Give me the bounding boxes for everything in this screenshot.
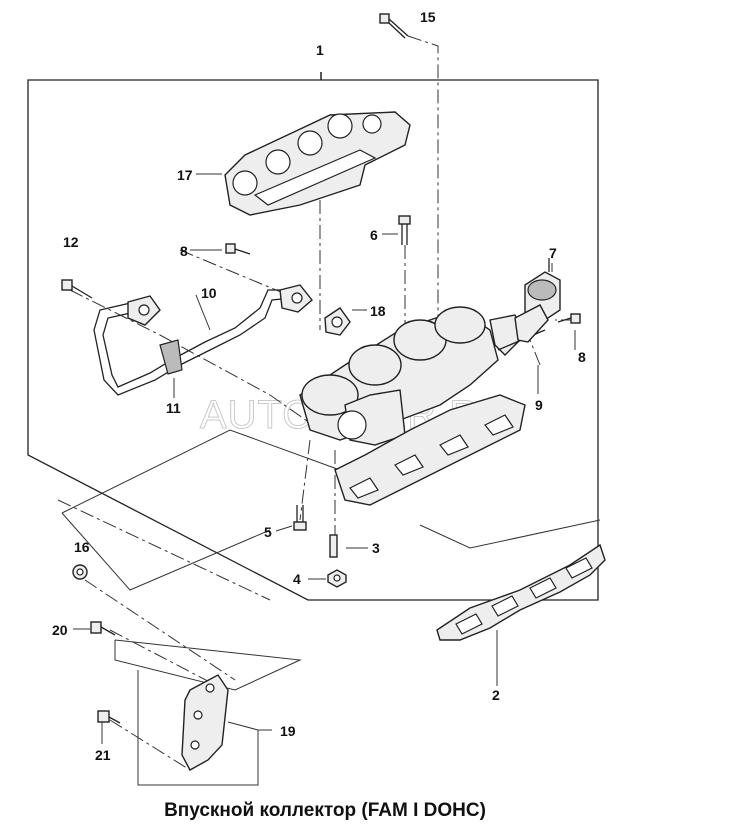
callout-19: 19 [280, 723, 296, 739]
callout-9: 9 [535, 397, 543, 413]
guide-lines [57, 35, 575, 771]
callout-4: 4 [293, 571, 301, 587]
leader-lines [73, 173, 576, 744]
upper-gasket [224, 111, 411, 216]
lower-gasket [436, 543, 606, 641]
vacuum-pipe [93, 284, 313, 396]
support-bracket [181, 674, 229, 771]
callout-17: 17 [177, 167, 193, 183]
callout-20: 20 [52, 622, 68, 638]
callout-1: 1 [316, 42, 324, 58]
projection-lines [61, 429, 601, 786]
callout-3: 3 [372, 540, 380, 556]
callout-11: 11 [166, 400, 181, 416]
diagram-caption: Впускной коллектор (FAM I DOHC) [164, 800, 486, 821]
callout-10: 10 [201, 285, 217, 301]
pipe-clip [324, 307, 351, 336]
callout-7: 7 [549, 245, 557, 261]
callout-labels: 1 15 17 12 8 6 7 10 18 8 11 9 5 3 16 4 2… [52, 9, 586, 763]
fasteners [61, 13, 581, 724]
callout-15: 15 [420, 9, 436, 25]
callout-8-right: 8 [578, 349, 586, 365]
assembly-boundary [27, 72, 599, 601]
callout-5: 5 [264, 524, 272, 540]
actuator [514, 258, 561, 343]
callout-18: 18 [370, 303, 386, 319]
callout-8-left: 8 [180, 243, 188, 259]
callout-16: 16 [74, 539, 90, 555]
callout-12: 12 [63, 234, 79, 250]
intake-manifold [299, 306, 546, 506]
callout-2: 2 [492, 687, 500, 703]
callout-6: 6 [370, 227, 378, 243]
callout-21: 21 [95, 747, 111, 763]
